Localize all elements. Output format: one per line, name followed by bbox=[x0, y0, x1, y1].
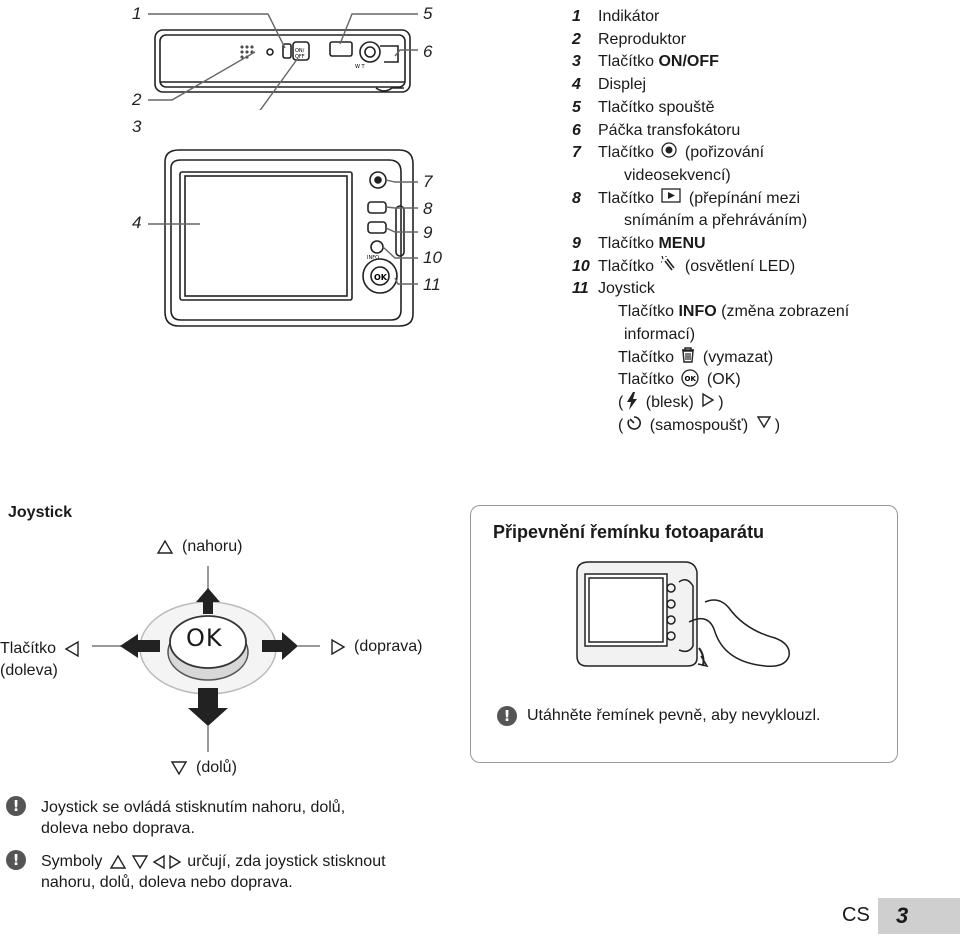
callout-6: 6 bbox=[423, 42, 433, 61]
triangle-down-icon bbox=[131, 854, 149, 869]
svg-text:OFF: OFF bbox=[295, 54, 305, 60]
joystick-left-label: Tlačítko (doleva) bbox=[0, 638, 80, 682]
led-icon bbox=[661, 255, 676, 271]
joystick-section-title: Joystick bbox=[8, 504, 73, 521]
strap-title: Připevnění řemínku fotoaparátu bbox=[493, 522, 765, 542]
language-code: CS bbox=[842, 904, 870, 926]
joystick-info-cont: informací) bbox=[624, 325, 696, 343]
legend-item-8-cont: snímáním a přehráváním) bbox=[624, 212, 808, 230]
camera-strap-illustration bbox=[576, 561, 790, 668]
flash-icon bbox=[627, 391, 638, 410]
camera-back-view: OK INFO bbox=[148, 149, 418, 327]
triangle-right-icon bbox=[331, 638, 346, 656]
legend-item-7-cont: videosekvencí) bbox=[624, 166, 731, 184]
callout-8: 8 bbox=[423, 199, 433, 218]
strap-note: Utáhněte řemínek pevně, aby nevyklouzl. bbox=[527, 707, 821, 724]
triangle-right-icon bbox=[702, 392, 715, 408]
callout-5: 5 bbox=[423, 4, 433, 23]
callout-11: 11 bbox=[423, 275, 441, 294]
ok-button-label: OK bbox=[186, 624, 223, 652]
callout-9: 9 bbox=[423, 223, 433, 242]
svg-text:OK: OK bbox=[685, 375, 697, 383]
callout-10: 10 bbox=[423, 248, 442, 267]
joystick-info-line: Tlačítko INFO (změna zobrazení bbox=[618, 303, 850, 321]
camera-top-view: ON/ OFF W T bbox=[148, 13, 418, 110]
joystick-flash-line: ( (blesk) ) bbox=[618, 391, 724, 411]
callout-4: 4 bbox=[132, 213, 142, 232]
joystick-delete-line: Tlačítko (vymazat) bbox=[618, 346, 774, 366]
ok-icon: OK bbox=[681, 369, 700, 387]
trash-icon bbox=[682, 346, 695, 363]
warning-icon: ! bbox=[497, 706, 517, 726]
svg-text:W T: W T bbox=[355, 64, 366, 70]
triangle-down-icon bbox=[170, 761, 188, 776]
joystick-diagram bbox=[92, 566, 320, 752]
callout-3: 3 bbox=[132, 117, 142, 136]
triangle-up-icon bbox=[156, 539, 174, 554]
note-joystick-usage: Joystick se ovládá stisknutím nahoru, do… bbox=[41, 799, 346, 837]
play-icon bbox=[661, 187, 682, 203]
triangle-down-icon bbox=[756, 415, 771, 429]
svg-text:INFO: INFO bbox=[367, 255, 379, 261]
strap-attachment-box: Připevnění řemínku fotoaparátu ! Utáhnět… bbox=[470, 505, 898, 763]
triangle-up-icon bbox=[109, 854, 127, 869]
callout-7: 7 bbox=[423, 172, 433, 191]
joystick-timer-line: ( (samospoušť) ) bbox=[618, 415, 781, 434]
joystick-up-label: (nahoru) bbox=[156, 538, 242, 556]
triangle-right-icon bbox=[169, 854, 182, 869]
warning-icon: ! bbox=[6, 796, 26, 816]
page-number: 3 bbox=[896, 903, 909, 928]
page-number-box: 3 bbox=[878, 898, 960, 934]
timer-icon bbox=[627, 415, 642, 430]
warning-icon: ! bbox=[6, 850, 26, 870]
joystick-ok-line: Tlačítko OK (OK) bbox=[618, 369, 741, 389]
joystick-down-label: (dolů) bbox=[170, 759, 237, 777]
callout-1: 1 bbox=[132, 4, 142, 23]
svg-text:OK: OK bbox=[374, 273, 388, 282]
triangle-left-icon bbox=[152, 854, 165, 869]
callout-2: 2 bbox=[132, 90, 142, 109]
note-symbols: Symboly určují, zda joystick stisknout n… bbox=[41, 853, 386, 891]
svg-text:ON/: ON/ bbox=[295, 48, 305, 54]
triangle-left-icon bbox=[64, 640, 79, 658]
record-icon bbox=[661, 142, 678, 158]
joystick-right-label: (doprava) bbox=[330, 638, 422, 656]
